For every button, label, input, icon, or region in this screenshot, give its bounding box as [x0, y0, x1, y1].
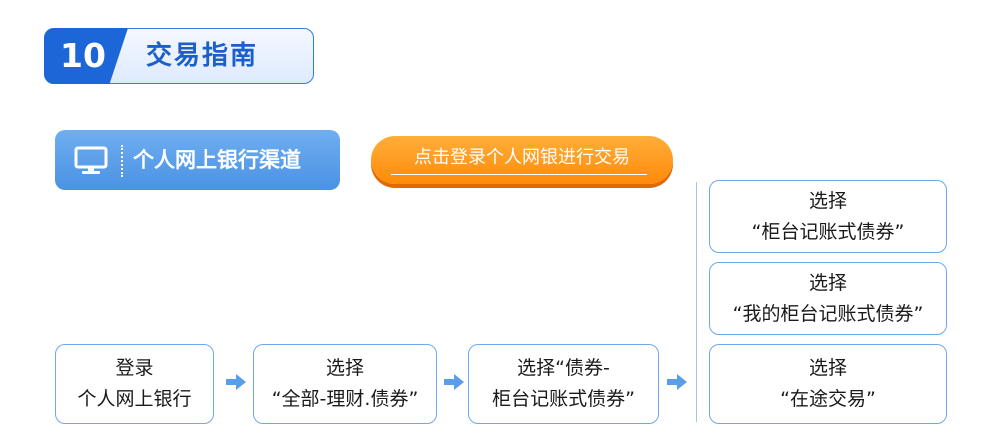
option-line-2: “在途交易” — [780, 388, 876, 410]
login-button[interactable] — [371, 136, 673, 184]
option-line-2: “柜台记账式债券” — [751, 220, 905, 243]
login-link-underline — [391, 174, 647, 175]
step-login-online-banking: 登录 个人网上银行 — [55, 344, 214, 424]
section-title: 交易指南 — [146, 41, 259, 71]
option-line-1: 选择 — [808, 357, 847, 379]
arrow-right-icon — [667, 374, 687, 390]
option-line-1: 选择 — [808, 271, 847, 294]
channel-label: 个人网上银行渠道 — [133, 148, 301, 172]
step-line-2: “全部-理财.债券” — [271, 388, 419, 410]
monitor-icon — [74, 146, 108, 174]
option-pending-transactions: 选择 “在途交易” — [709, 344, 947, 424]
step-line-1: 选择 — [325, 357, 364, 379]
step-line-2: 个人网上银行 — [77, 388, 192, 410]
step-line-1: 选择“债券- — [517, 357, 610, 379]
option-line-1: 选择 — [808, 189, 847, 212]
step-select-counter-bonds: 选择“债券- 柜台记账式债券” — [468, 344, 659, 424]
channel-divider — [121, 145, 123, 177]
channel-badge — [55, 130, 340, 190]
options-divider — [696, 182, 697, 422]
login-button-label[interactable]: 点击登录个人网银进行交易 — [414, 147, 630, 168]
arrow-right-icon — [226, 374, 246, 390]
option-my-counter-bonds: 选择 “我的柜台记账式债券” — [709, 262, 947, 335]
section-number: 10 — [44, 28, 128, 84]
step-select-wealth-bonds: 选择 “全部-理财.债券” — [253, 344, 437, 424]
option-counter-bonds: 选择 “柜台记账式债券” — [709, 180, 947, 253]
step-line-2: 柜台记账式债券” — [492, 388, 635, 410]
option-line-2: “我的柜台记账式债券” — [732, 302, 924, 325]
arrow-right-icon — [444, 374, 464, 390]
step-line-1: 登录 — [115, 357, 154, 379]
